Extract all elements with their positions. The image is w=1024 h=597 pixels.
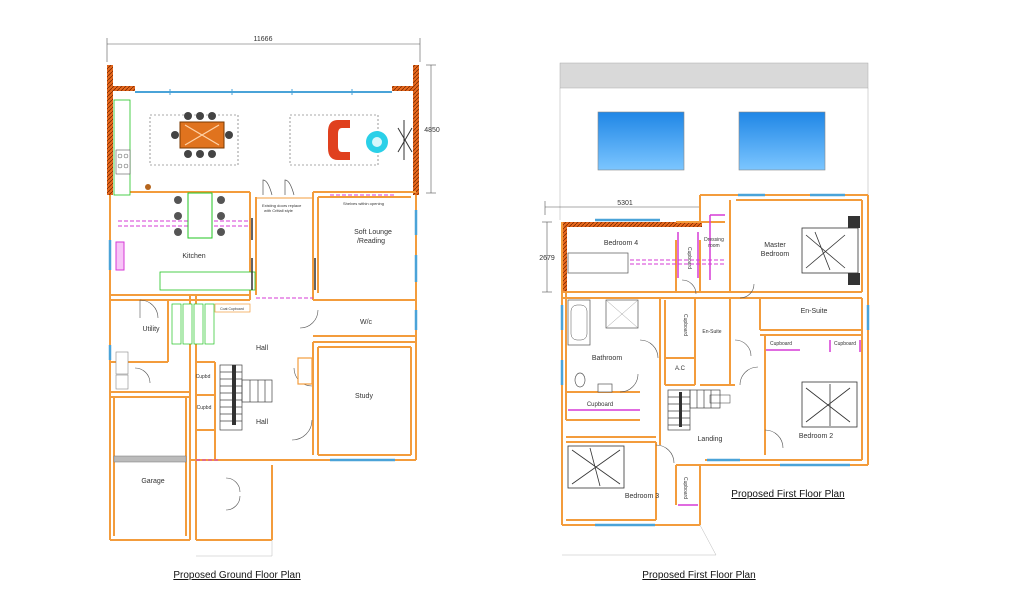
room-label-bedroom2: Bedroom 2 xyxy=(799,433,833,440)
room-label-master-2: Bedroom xyxy=(761,251,790,258)
room-label-cupboard-bath: Cupboard xyxy=(587,402,613,408)
ground-dim-height-label: 4850 xyxy=(424,127,440,134)
room-label-reading: /Reading xyxy=(357,238,385,245)
kitchen-island xyxy=(187,192,213,239)
utility-sink xyxy=(115,351,129,375)
first-floor-caption: Proposed First Floor Plan xyxy=(642,570,755,581)
ff-stair-bar xyxy=(679,392,682,427)
bathtub-inner xyxy=(570,304,588,341)
ground-dimension-width xyxy=(106,38,421,62)
room-label-cupbd-1: Cupbd xyxy=(196,374,211,380)
room-label-landing: Landing xyxy=(698,436,723,443)
dining-chairs xyxy=(171,112,233,158)
room-label-utility: Utility xyxy=(142,326,160,333)
brick-return-right xyxy=(392,86,414,91)
study-fireplace xyxy=(297,357,313,385)
first-walls xyxy=(561,194,869,526)
first-dim-height-label: 2679 xyxy=(539,255,555,262)
master-bed xyxy=(801,216,860,285)
island-stools xyxy=(174,196,225,236)
coat-cupboard-box xyxy=(214,303,251,313)
hob xyxy=(115,149,131,175)
brick-wall-right xyxy=(413,65,419,195)
ground-cupboard-magenta xyxy=(115,241,125,271)
ground-beam-lines xyxy=(118,194,395,461)
stair-side-bar xyxy=(232,365,236,425)
dining-zone xyxy=(149,114,239,166)
note-doors-1: Existing doors replace xyxy=(262,203,302,208)
room-label-wc: W/c xyxy=(360,319,373,326)
room-label-kitchen: Kitchen xyxy=(182,253,205,260)
room-label-bedroom4: Bedroom 4 xyxy=(604,240,638,247)
crittall-doors xyxy=(256,179,313,199)
brick-return-left xyxy=(113,86,135,91)
bedroom2-bed xyxy=(801,381,858,428)
kitchen-bin xyxy=(145,184,151,190)
note-doors-2: with Crittall style xyxy=(264,208,294,213)
room-label-cupboard-v1: Cupboard xyxy=(686,247,692,269)
toilet xyxy=(574,372,586,388)
note-shelves: Shelves within opening xyxy=(343,201,384,206)
first-floor-plan: 5301 2679 xyxy=(539,62,870,581)
coat-cupboard-units xyxy=(171,303,215,345)
room-label-dressing-2: room xyxy=(708,243,719,249)
first-windows xyxy=(560,193,870,527)
basin xyxy=(597,383,613,393)
roof-strip xyxy=(559,62,869,89)
room-label-master-1: Master xyxy=(764,242,786,249)
room-label-dressing-1: Dressing xyxy=(704,237,724,243)
first-floor-side-caption: Proposed First Floor Plan xyxy=(731,489,844,500)
first-dimension-height xyxy=(542,221,552,293)
internal-openings xyxy=(251,218,316,290)
room-label-cupboard-v3: Cupboard xyxy=(682,477,688,499)
room-label-study: Study xyxy=(355,393,373,400)
ff-brick-top xyxy=(562,222,702,227)
bedroom4-bed xyxy=(567,252,629,274)
ground-windows xyxy=(108,210,418,462)
ground-floor-caption: Proposed Ground Floor Plan xyxy=(173,570,300,581)
room-label-ac: A.C xyxy=(675,366,686,372)
room-label-cupbd-2: Cupbd xyxy=(197,405,212,411)
ground-dimension-height xyxy=(426,64,436,194)
garage-door-panel xyxy=(113,455,187,463)
ground-boundary xyxy=(196,540,273,557)
room-label-cupboard-ensuite-1: Cupboard xyxy=(770,341,792,347)
skylight-left xyxy=(597,111,685,171)
room-label-soft-lounge: Soft Lounge xyxy=(354,229,392,236)
hob-rings xyxy=(117,153,129,169)
ground-door-swings xyxy=(134,299,319,511)
brick-wall-left xyxy=(107,65,113,195)
bedroom3-bed xyxy=(567,445,625,489)
room-label-ensuite-small: En-Suite xyxy=(702,329,721,335)
ground-dim-width-label: 11666 xyxy=(254,36,273,43)
room-label-bedroom3: Bedroom 3 xyxy=(625,493,659,500)
first-boundary xyxy=(562,524,717,556)
first-magenta-walls xyxy=(568,214,861,506)
roof-edges xyxy=(559,88,869,220)
tv-unit xyxy=(397,120,413,160)
room-label-cupboard-ensuite-2: Cupboard xyxy=(834,341,856,347)
first-door-swings xyxy=(619,279,784,464)
room-label-cupboard-v2: Cupboard xyxy=(682,314,688,336)
room-label-bathroom: Bathroom xyxy=(592,355,623,362)
room-label-hall-lower: Hall xyxy=(256,419,269,426)
first-dim-width-label: 5301 xyxy=(617,200,633,207)
dining-table-pattern xyxy=(184,124,220,146)
room-label-ensuite-main: En-Suite xyxy=(801,308,828,315)
ground-stairs xyxy=(219,364,273,431)
shower-tray-lines xyxy=(605,299,639,329)
room-label-coat-cupboard: Coat Cupboard xyxy=(220,307,244,311)
ff-brick-left xyxy=(562,222,567,292)
red-sofa xyxy=(328,120,350,160)
skylight-right xyxy=(738,111,826,171)
room-label-garage: Garage xyxy=(141,478,164,485)
utility-appliance xyxy=(115,374,129,390)
rear-glazing-mullions xyxy=(169,89,353,95)
ground-floor-plan: 11666 4850 xyxy=(106,36,440,581)
round-rug-inner xyxy=(372,137,382,147)
room-label-hall-upper: Hall xyxy=(256,345,269,352)
